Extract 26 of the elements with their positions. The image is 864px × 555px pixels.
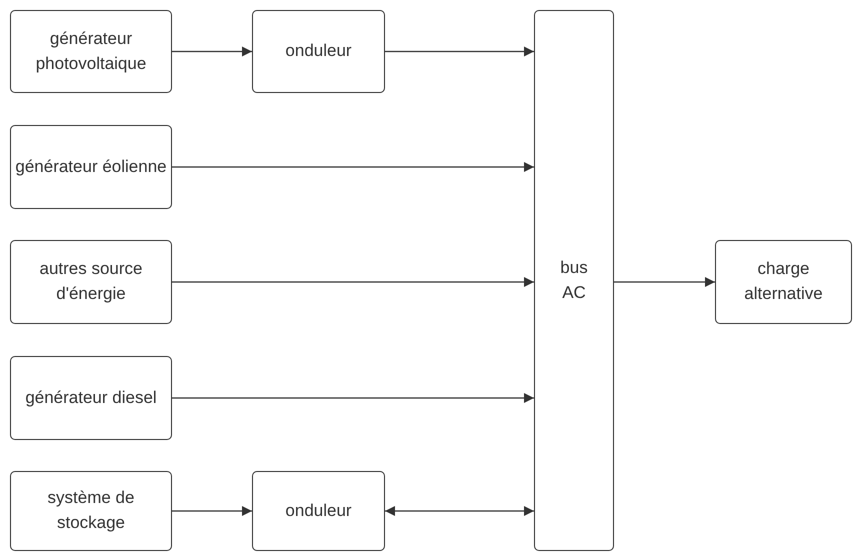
process-box	[252, 10, 385, 93]
arrow	[172, 162, 534, 172]
arrow	[385, 506, 534, 516]
arrow	[385, 46, 534, 56]
arrow	[172, 277, 534, 287]
process-box	[10, 356, 172, 440]
box-label: bus AC	[559, 256, 589, 304]
box-label: générateur diesel	[24, 386, 158, 409]
box-label: autres source d'énergie	[38, 258, 144, 305]
box-label: onduleur	[284, 500, 353, 522]
process-box	[715, 240, 852, 324]
process-box	[10, 10, 172, 93]
process-box	[10, 240, 172, 324]
arrow	[172, 393, 534, 403]
arrow	[172, 46, 252, 56]
process-box	[10, 125, 172, 209]
process-box	[252, 471, 385, 551]
process-box	[10, 471, 172, 551]
box-label: charge alternative	[743, 258, 824, 305]
arrow	[614, 277, 715, 287]
box-label: système de stockage	[46, 487, 136, 534]
box-label: générateur photovoltaique	[34, 28, 148, 74]
box-label: générateur éolienne	[14, 156, 168, 178]
arrow	[172, 506, 252, 516]
process-box	[534, 10, 614, 551]
box-label: onduleur	[284, 40, 353, 62]
